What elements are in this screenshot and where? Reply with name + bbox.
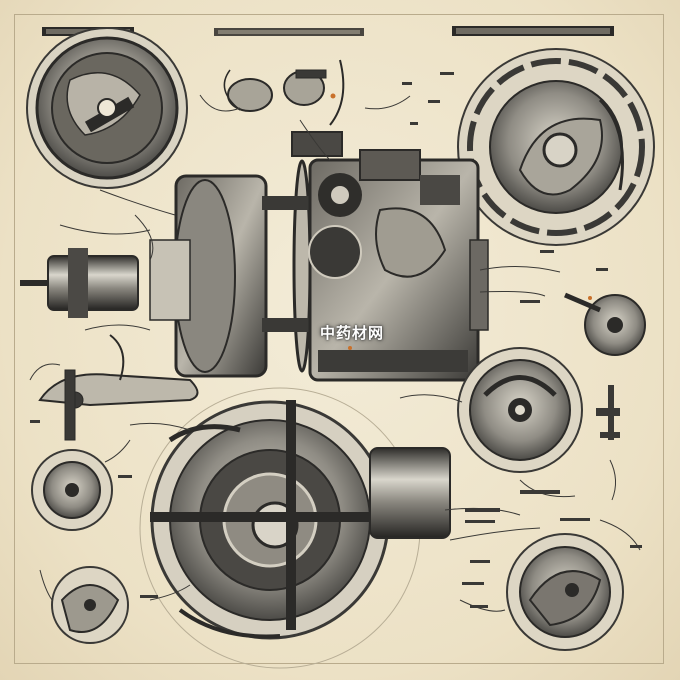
accent-dots — [330, 93, 592, 350]
top-small-parts — [223, 59, 345, 126]
central-engine-assembly — [20, 131, 489, 382]
top-left-housing-diagram — [26, 27, 188, 189]
title-plate-center — [214, 28, 364, 36]
left-linkage-part — [38, 334, 199, 441]
callout-marks — [30, 72, 642, 608]
right-middle-dial-diagram — [457, 347, 583, 473]
top-right-housing-diagram — [457, 48, 655, 246]
watermark-text: 中药材网 — [320, 324, 385, 342]
sheet-border — [14, 14, 664, 664]
leader-lines — [29, 94, 641, 612]
bottom-center-rotor-diagram — [139, 387, 451, 669]
left-lower-parts — [31, 449, 129, 644]
right-small-gauge-diagram — [564, 292, 646, 356]
right-side-fittings — [596, 385, 620, 440]
title-plate-right — [452, 26, 614, 36]
bottom-right-part-diagram — [506, 533, 624, 651]
